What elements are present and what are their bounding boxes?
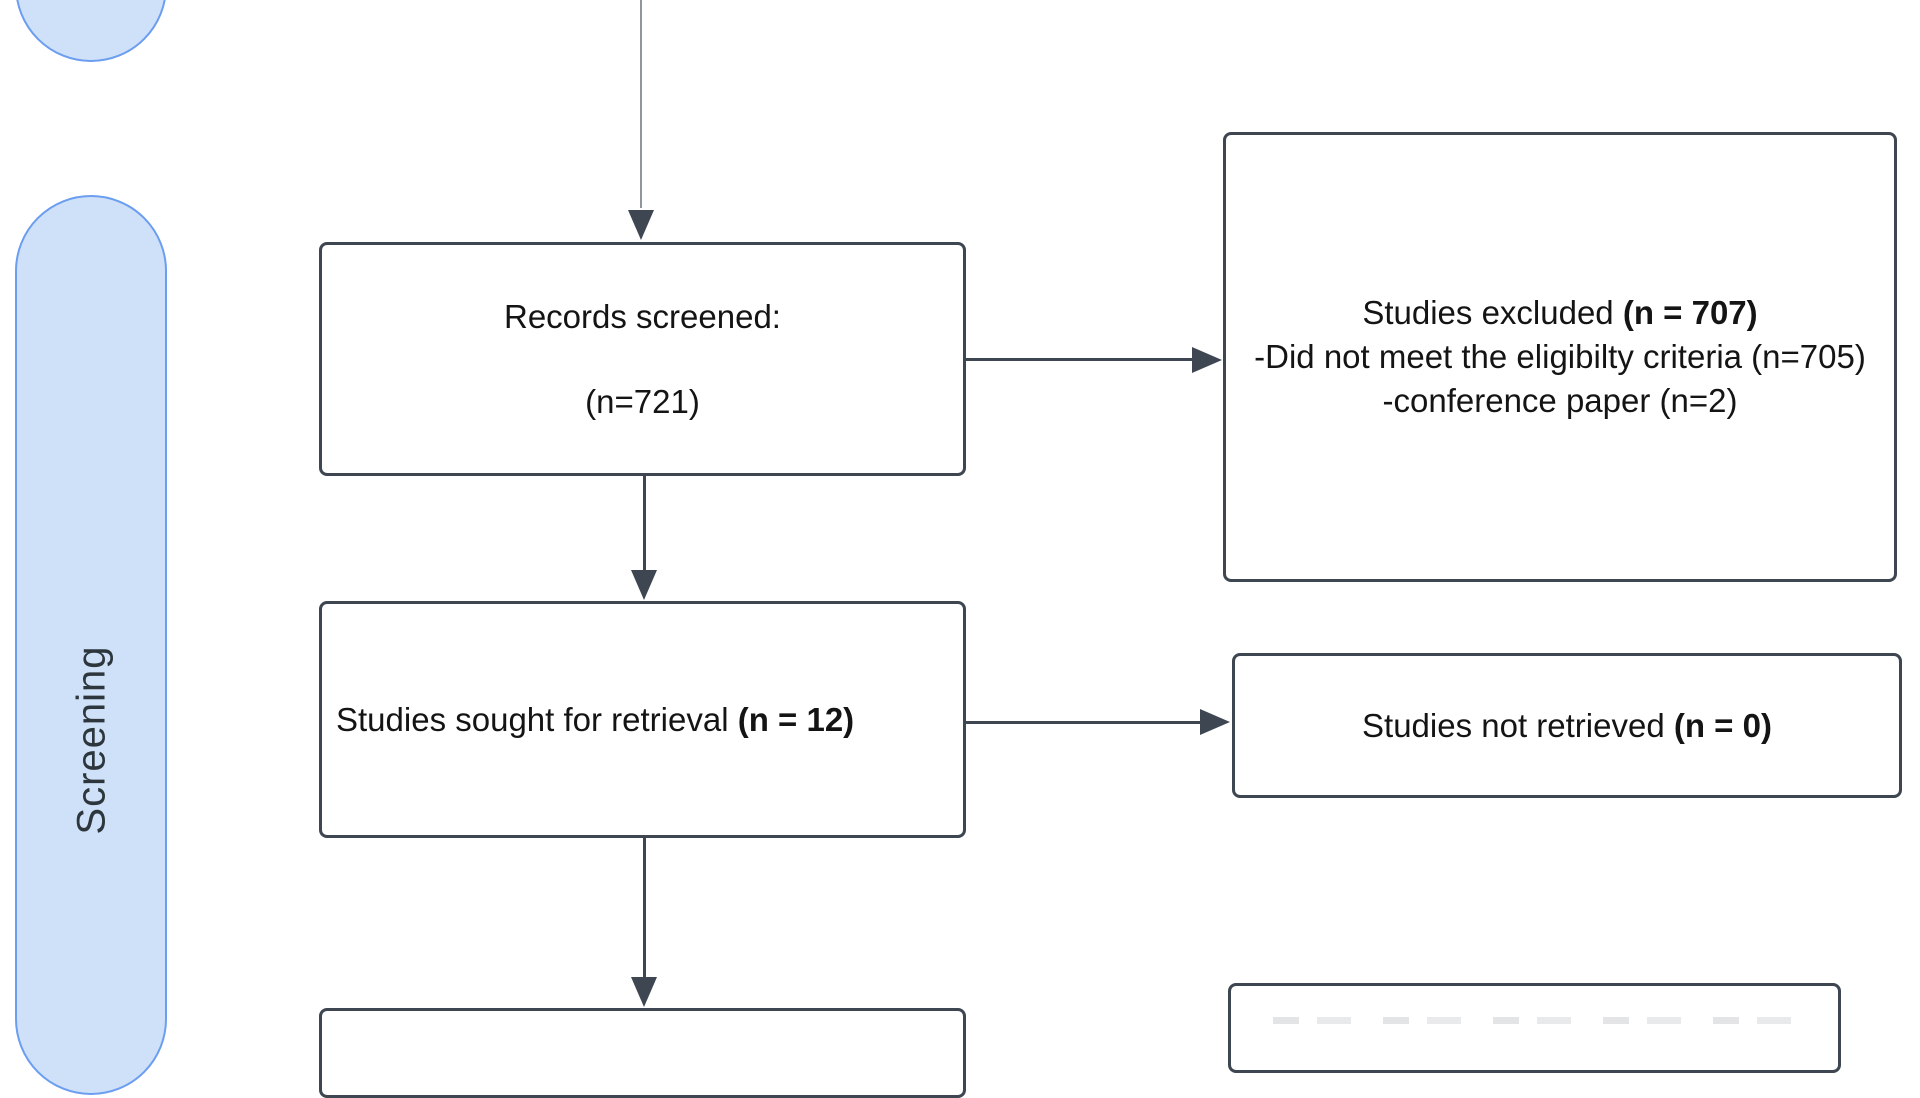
- down-arrowhead-icon: [628, 210, 654, 240]
- studies-sought-content: Studies sought for retrieval (n = 12): [322, 604, 963, 835]
- right-arrowhead-icon: [1192, 347, 1222, 373]
- right-arrowhead-icon: [1200, 709, 1230, 735]
- sought-to-next-connector-line: [643, 838, 646, 978]
- clipped-text-sliver: [1273, 1017, 1803, 1024]
- studies-excluded-line1-count: (n = 707): [1622, 294, 1758, 331]
- studies-not-retrieved-count: (n = 0): [1673, 706, 1772, 744]
- records-screened-content: Records screened: (n=721): [322, 245, 963, 473]
- sought-to-notretrieved-connector-line: [966, 721, 1202, 724]
- studies-excluded-line2: -Did not meet the eligibilty criteria (n…: [1254, 338, 1866, 375]
- bottom-center-box-partial: [319, 1008, 966, 1098]
- records-to-excluded-connector-line: [966, 358, 1196, 361]
- studies-excluded-box: Studies excluded (n = 707) -Did not meet…: [1223, 132, 1897, 582]
- down-arrowhead-icon: [631, 570, 657, 600]
- down-arrowhead-icon: [631, 977, 657, 1007]
- studies-sought-count: (n = 12): [737, 700, 855, 738]
- studies-not-retrieved-box: Studies not retrieved (n = 0): [1232, 653, 1902, 798]
- studies-sought-line: Studies sought for retrieval (n = 12): [336, 698, 854, 742]
- screening-stage-pill: [15, 195, 167, 1095]
- records-screened-box: Records screened: (n=721): [319, 242, 966, 476]
- studies-excluded-content: Studies excluded (n = 707) -Did not meet…: [1226, 135, 1894, 579]
- studies-excluded-line1-text: Studies excluded: [1362, 294, 1623, 331]
- studies-sought-text: Studies sought for retrieval: [336, 700, 738, 738]
- bottom-right-box-partial: [1228, 983, 1841, 1073]
- records-to-sought-connector-line: [643, 476, 646, 571]
- studies-not-retrieved-line: Studies not retrieved (n = 0): [1362, 704, 1772, 748]
- records-screened-line1: Records screened:: [504, 297, 781, 335]
- incoming-connector-line: [640, 0, 642, 208]
- studies-excluded-line3: -conference paper (n=2): [1382, 382, 1738, 419]
- studies-not-retrieved-content: Studies not retrieved (n = 0): [1235, 656, 1899, 795]
- studies-excluded-line1: Studies excluded (n = 707): [1362, 291, 1757, 335]
- identification-stage-pill-partial: [15, 0, 167, 62]
- records-screened-line2: (n=721): [585, 382, 700, 420]
- screening-stage-label: Screening: [69, 645, 114, 835]
- studies-not-retrieved-text: Studies not retrieved: [1362, 706, 1674, 744]
- studies-sought-box: Studies sought for retrieval (n = 12): [319, 601, 966, 838]
